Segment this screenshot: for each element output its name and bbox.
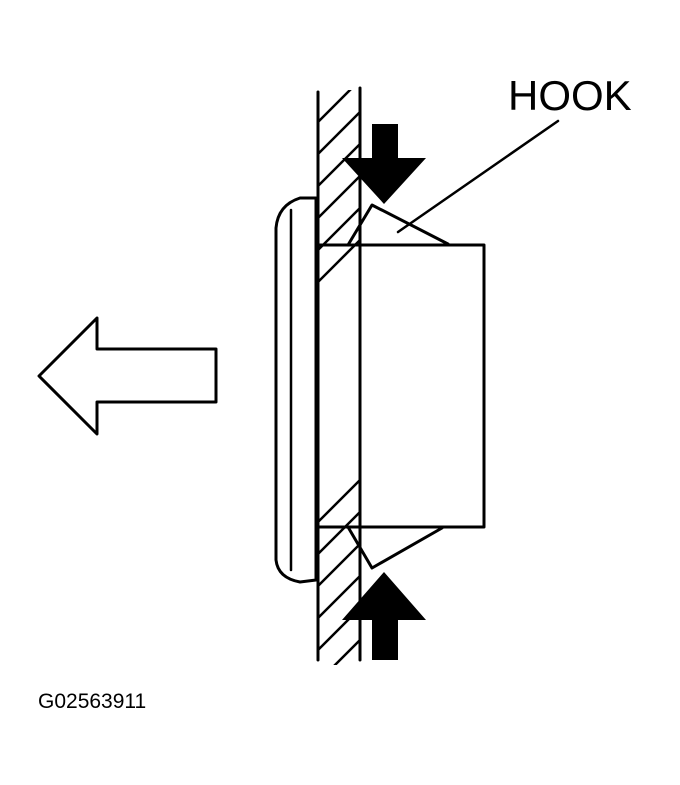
upper-hook [346, 203, 450, 247]
pull-direction-arrow [37, 316, 218, 436]
clip-body [316, 243, 486, 529]
figure-id: G02563911 [38, 690, 146, 713]
clip-flange [274, 196, 318, 584]
press-up-arrow [342, 572, 426, 660]
press-down-arrow [342, 124, 426, 204]
lower-hook [346, 525, 444, 570]
hook-label: HOOK [508, 72, 632, 119]
hook-leader-line [396, 119, 560, 234]
